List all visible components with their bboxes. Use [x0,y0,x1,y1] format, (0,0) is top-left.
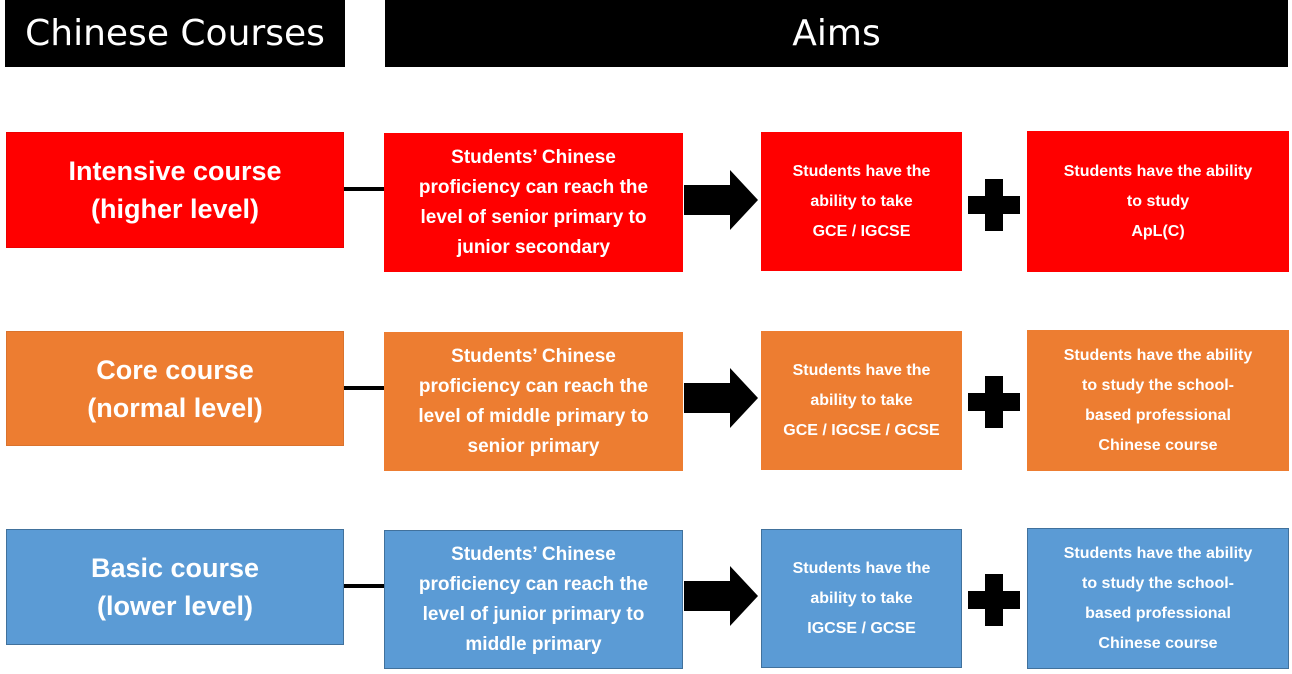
proficiency-line: senior primary [467,435,600,457]
exam-line: Students have the [792,162,931,180]
exam-line: ability to take [810,391,913,409]
right-arrow-icon [684,368,758,428]
study-line: to study the school- [1082,376,1234,394]
connector-line [344,584,384,588]
connector-line [344,386,384,390]
proficiency-line: proficiency can reach the [418,375,649,397]
proficiency-box-core: Students’ Chinese proficiency can reach … [384,332,683,471]
plus-icon [968,574,1020,626]
exam-box-core: Students have the ability to take GCE / … [761,331,962,470]
study-box-basic: Students have the ability to study the s… [1027,528,1289,669]
study-line: Students have the ability [1063,162,1253,180]
study-line: Students have the ability [1063,544,1253,562]
right-arrow-icon [684,566,758,626]
study-line: ApL(C) [1131,222,1185,240]
exam-line: ability to take [810,192,913,210]
right-arrow-icon [684,170,758,230]
course-level: (higher level) [90,194,260,224]
course-title: Intensive course [68,156,282,186]
proficiency-line: Students’ Chinese [451,345,616,367]
course-title: Core course [96,354,254,385]
proficiency-line: proficiency can reach the [418,176,649,198]
course-box-core: Core course (normal level) [6,331,344,446]
exam-line: Students have the [792,361,931,379]
proficiency-line: middle primary [465,633,602,655]
proficiency-box-basic: Students’ Chinese proficiency can reach … [384,530,683,669]
course-box-intensive: Intensive course (higher level) [6,132,344,248]
plus-icon [968,376,1020,428]
proficiency-box-intensive: Students’ Chinese proficiency can reach … [384,133,683,272]
exam-box-basic: Students have the ability to take IGCSE … [761,529,962,668]
proficiency-line: level of middle primary to [418,405,649,427]
proficiency-line: junior secondary [456,236,611,258]
exam-line: IGCSE / GCSE [807,619,916,637]
study-line: Students have the ability [1063,346,1253,364]
course-level: (lower level) [96,591,254,621]
study-line: based professional [1085,406,1231,424]
proficiency-line: Students’ Chinese [451,146,616,168]
study-line: based professional [1085,604,1231,622]
study-line: Chinese course [1098,436,1218,454]
header-aims: Aims [385,0,1288,67]
exam-line: GCE / IGCSE [812,222,911,240]
exam-box-intensive: Students have the ability to take GCE / … [761,132,962,271]
proficiency-line: proficiency can reach the [418,573,649,595]
course-title: Basic course [90,553,260,583]
connector-line [344,187,384,191]
study-box-intensive: Students have the ability to study ApL(C… [1027,131,1289,272]
proficiency-line: Students’ Chinese [451,543,616,565]
study-box-core: Students have the ability to study the s… [1027,330,1289,471]
header-chinese-courses: Chinese Courses [5,0,345,67]
study-line: Chinese course [1098,634,1218,652]
course-box-basic: Basic course (lower level) [6,529,344,645]
study-line: to study [1126,192,1190,210]
exam-line: ability to take [810,589,913,607]
exam-line: Students have the [792,559,931,577]
exam-line: GCE / IGCSE / GCSE [783,421,940,439]
proficiency-line: level of senior primary to [420,206,647,228]
study-line: to study the school- [1082,574,1234,592]
course-level: (normal level) [87,392,263,423]
plus-icon [968,179,1020,231]
proficiency-line: level of junior primary to [422,603,645,625]
